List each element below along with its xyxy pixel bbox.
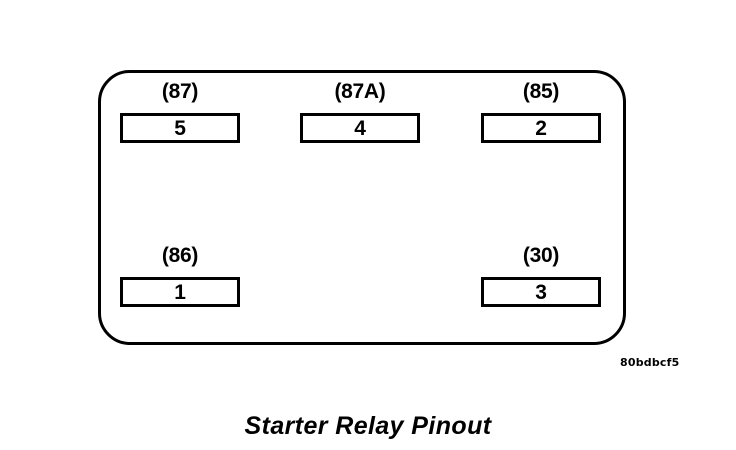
terminal-85-pin-box: 2 <box>481 113 601 143</box>
terminal-87-label: (87) <box>161 80 199 103</box>
terminal-85-pin-number: 2 <box>535 116 547 140</box>
terminal-30-pin-box: 3 <box>481 277 601 307</box>
terminal-87a-pin-box: 4 <box>300 113 420 143</box>
terminal-87-pin-number: 5 <box>174 116 186 140</box>
terminal-86-pin-number: 1 <box>174 280 186 304</box>
terminal-30-label: (30) <box>522 244 560 267</box>
terminal-87a-label: (87A) <box>334 80 386 103</box>
figure-caption: Starter Relay Pinout <box>244 412 492 440</box>
terminal-87: (87) 5 <box>120 80 240 143</box>
figure-reference-code: 80bdbcf5 <box>620 356 680 369</box>
terminal-86-label: (86) <box>161 244 199 267</box>
terminal-86-pin-box: 1 <box>120 277 240 307</box>
terminal-87a: (87A) 4 <box>300 80 420 143</box>
terminal-30-pin-number: 3 <box>535 280 547 304</box>
terminal-85: (85) 2 <box>481 80 601 143</box>
terminal-87a-pin-number: 4 <box>354 116 366 140</box>
terminal-85-label: (85) <box>522 80 560 103</box>
terminal-30: (30) 3 <box>481 244 601 307</box>
terminal-87-pin-box: 5 <box>120 113 240 143</box>
terminal-86: (86) 1 <box>120 244 240 307</box>
